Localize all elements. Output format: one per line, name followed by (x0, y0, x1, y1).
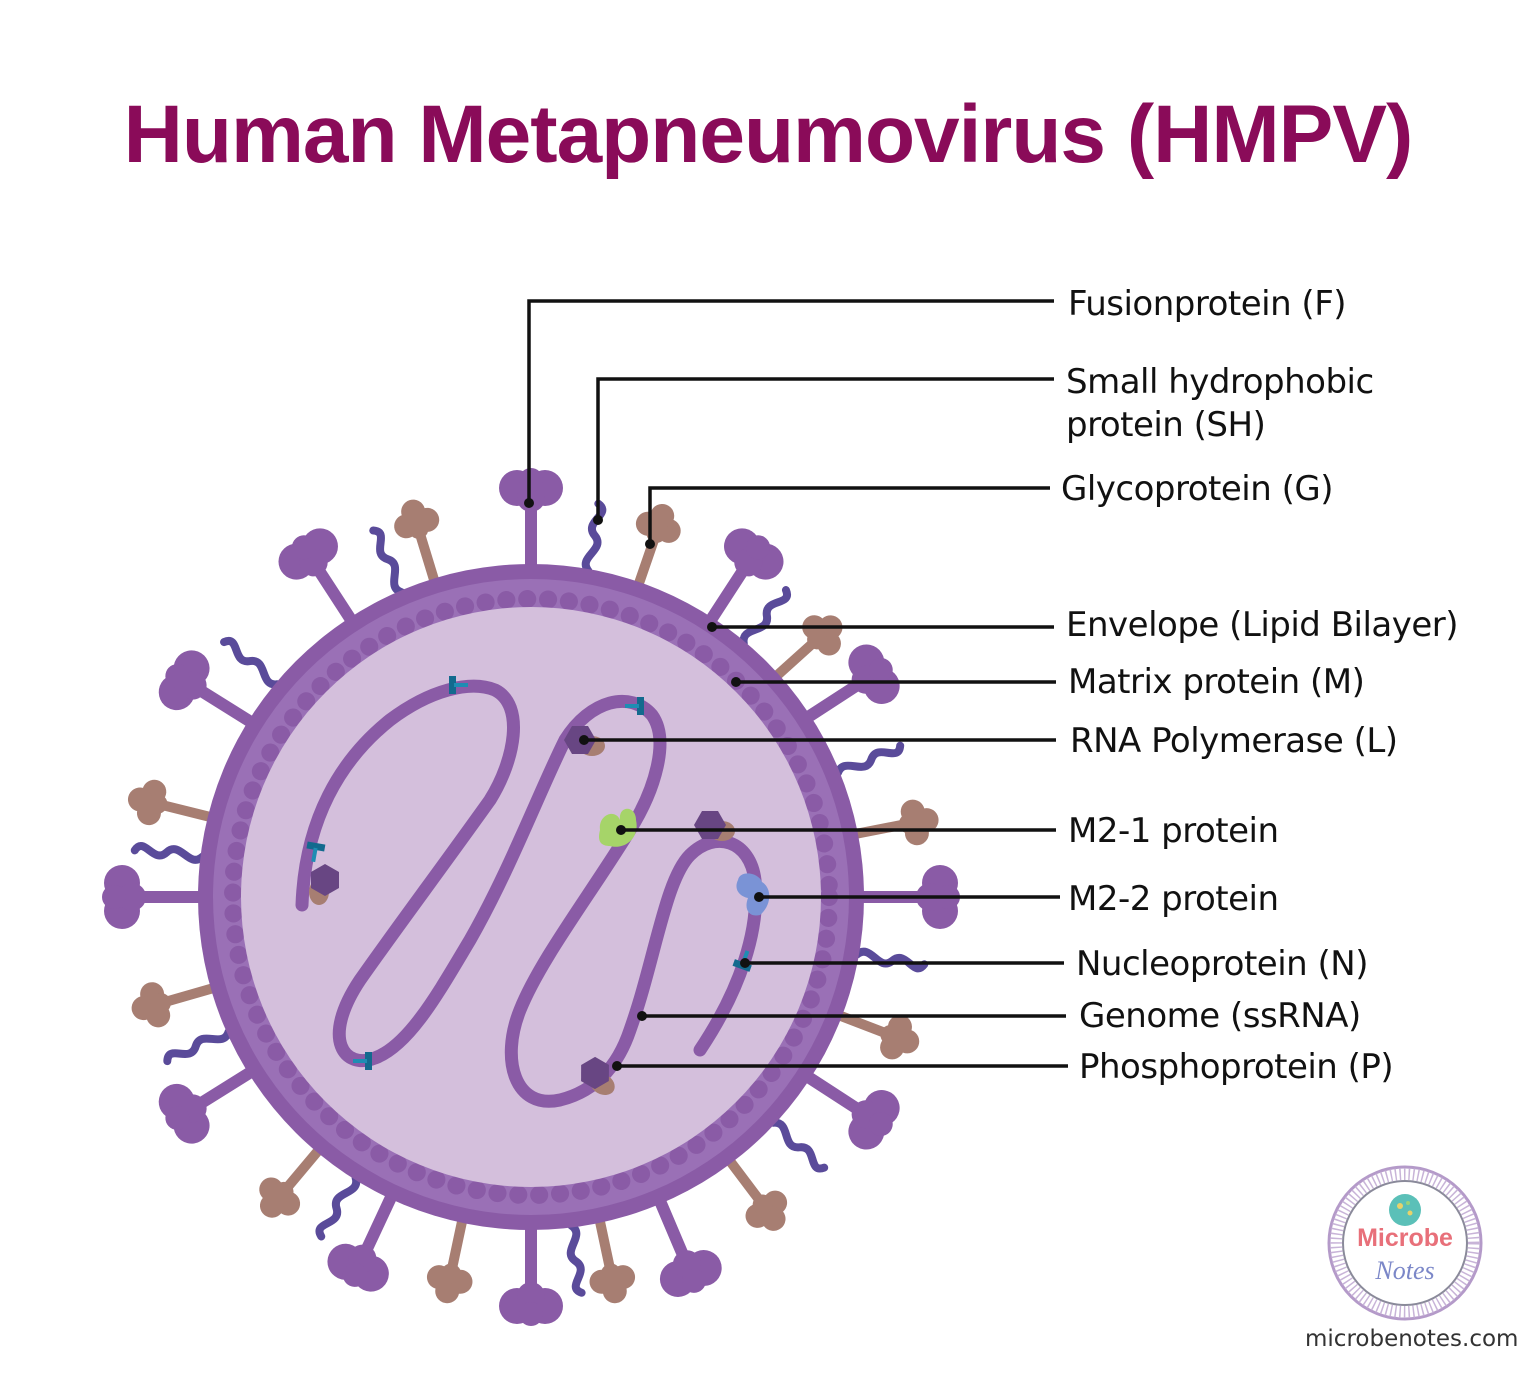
microbe-notes-logo (1327, 1165, 1483, 1321)
label-m2-2-protein: M2-2 protein (1068, 879, 1279, 919)
label-fusion-protein: Fusionprotein (F) (1068, 284, 1347, 324)
leader-dots (524, 498, 764, 1071)
label-glycoprotein: Glycoprotein (G) (1061, 469, 1333, 509)
label-nucleoprotein: Nucleoprotein (N) (1076, 944, 1368, 984)
microbe-globe-icon (1389, 1194, 1421, 1226)
logo-text-microbe: Microbe (1357, 1224, 1453, 1252)
label-genome: Genome (ssRNA) (1079, 996, 1361, 1036)
leader-lines (527, 299, 1068, 1068)
diagram-title: Human Metapneumovirus (HMPV) (123, 89, 1414, 180)
label-phosphoprotein: Phosphoprotein (P) (1079, 1047, 1394, 1087)
label-matrix-protein: Matrix protein (M) (1068, 662, 1365, 702)
website-credit: microbenotes.com (1305, 1326, 1519, 1352)
sh-protein (584, 503, 604, 571)
label-m2-1-protein: M2-1 protein (1068, 811, 1279, 851)
logo-text-notes: Notes (1375, 1256, 1435, 1285)
label-envelope: Envelope (Lipid Bilayer) (1066, 605, 1459, 645)
label-sh-protein-line2: protein (SH) (1066, 405, 1266, 445)
label-rna-polymerase: RNA Polymerase (L) (1070, 721, 1398, 761)
fusion-protein-spike (499, 468, 563, 568)
genome-ssrna (295, 679, 763, 1108)
label-sh-protein-line1: Small hydrophobic (1066, 362, 1374, 402)
m2-2-protein (736, 873, 770, 916)
